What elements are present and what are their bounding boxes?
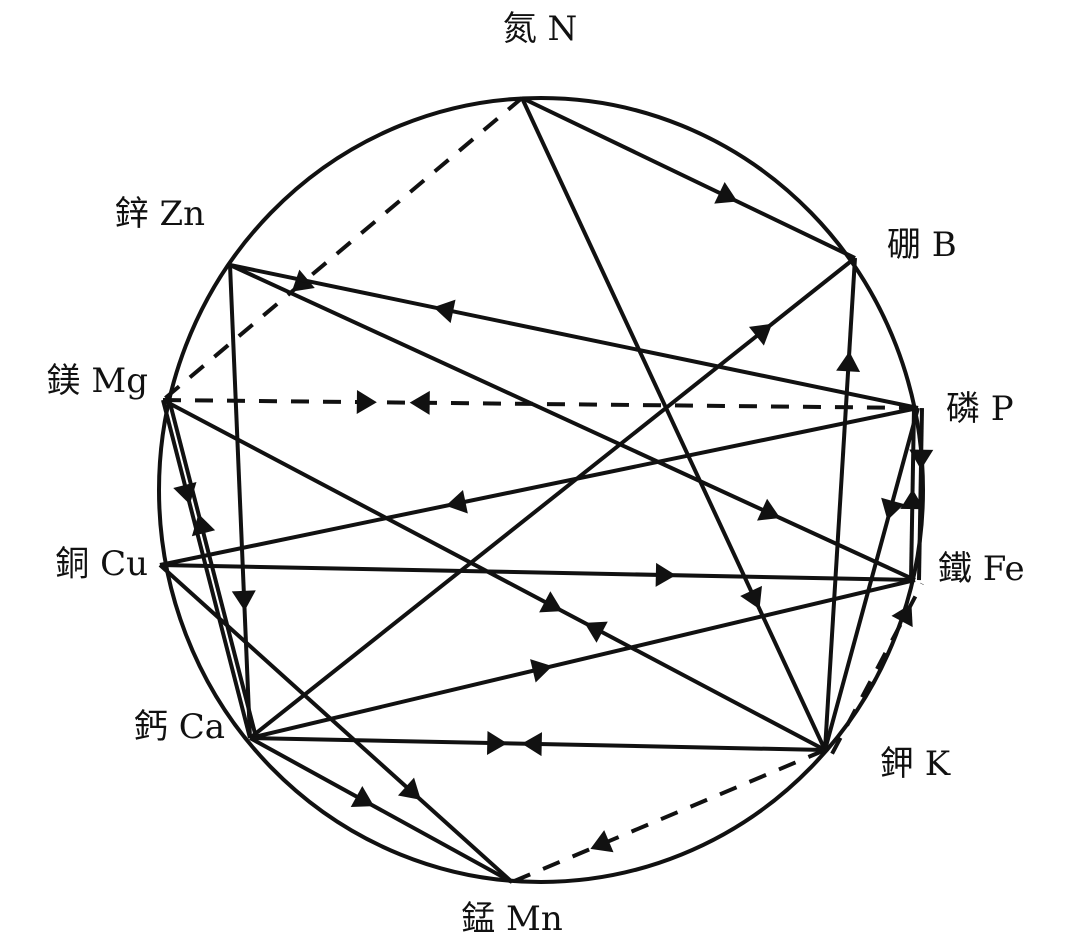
arrowhead-icon <box>584 621 608 643</box>
arrowhead-icon <box>433 299 456 324</box>
node-label-Mn: 錳 Mn <box>461 899 563 939</box>
edge-N-K <box>520 97 827 751</box>
arrowhead-icon <box>757 498 781 521</box>
node-label-N: 氮 N <box>503 9 578 49</box>
edge-P-Zn <box>229 263 919 410</box>
arrowhead-icon <box>409 390 430 415</box>
arrowhead-icon <box>521 732 542 757</box>
edge-Zn-Ca <box>228 264 252 739</box>
node-label-Fe: 鐵 Fe <box>938 549 1025 589</box>
arrowhead-icon <box>350 786 375 808</box>
arrowhead-icon <box>445 489 468 514</box>
edge-Cu-Mn <box>158 563 514 884</box>
node-label-K: 鉀 K <box>880 744 951 784</box>
arrowhead-icon <box>714 182 738 204</box>
arrowhead-icon <box>740 585 762 610</box>
arrowhead-icon <box>590 830 614 853</box>
outer-circle <box>157 96 925 884</box>
edge-Mg-Ca <box>161 399 252 739</box>
arrowhead-icon <box>900 489 925 510</box>
node-label-P: 磷 P <box>946 389 1014 429</box>
arrowhead-icon <box>909 449 934 470</box>
arrowhead-icon <box>487 730 508 755</box>
node-label-Cu: 銅 Cu <box>55 544 148 584</box>
edge-P-K <box>823 407 920 751</box>
arrowhead-icon <box>539 591 563 613</box>
edge-N-Mg <box>161 96 524 402</box>
edge-Ca-Mn <box>249 736 513 884</box>
edge-N-B <box>521 96 856 260</box>
edge-P-Cu <box>159 406 919 567</box>
node-label-Mg: 鎂 Mg <box>47 361 148 401</box>
edge-K-B <box>823 257 857 751</box>
arrowhead-icon <box>655 562 676 587</box>
arrowhead-icon <box>881 497 905 521</box>
arrowhead-icon <box>231 590 256 611</box>
edge-Mg-K <box>162 398 826 752</box>
edge-Ca-B <box>248 256 857 740</box>
node-label-Zn: 鋅 Zn <box>115 194 205 234</box>
arrowhead-icon <box>397 777 421 800</box>
edge-Ca-Fe <box>249 578 916 740</box>
arrowhead-icon <box>530 659 553 683</box>
node-label-Ca: 鈣 Ca <box>134 707 225 747</box>
edge-Cu-Fe <box>159 563 916 582</box>
edge-K-Mn <box>511 748 826 884</box>
arrowhead-icon <box>748 323 773 346</box>
arrowhead-icon <box>891 603 913 628</box>
edge-Zn-Fe <box>229 263 916 582</box>
arrowhead-icon <box>191 513 216 537</box>
arrowhead-icon <box>356 390 377 415</box>
arrowhead-icon <box>836 351 861 373</box>
node-label-B: 硼 B <box>887 225 957 265</box>
edge-P-Fe <box>916 408 924 581</box>
